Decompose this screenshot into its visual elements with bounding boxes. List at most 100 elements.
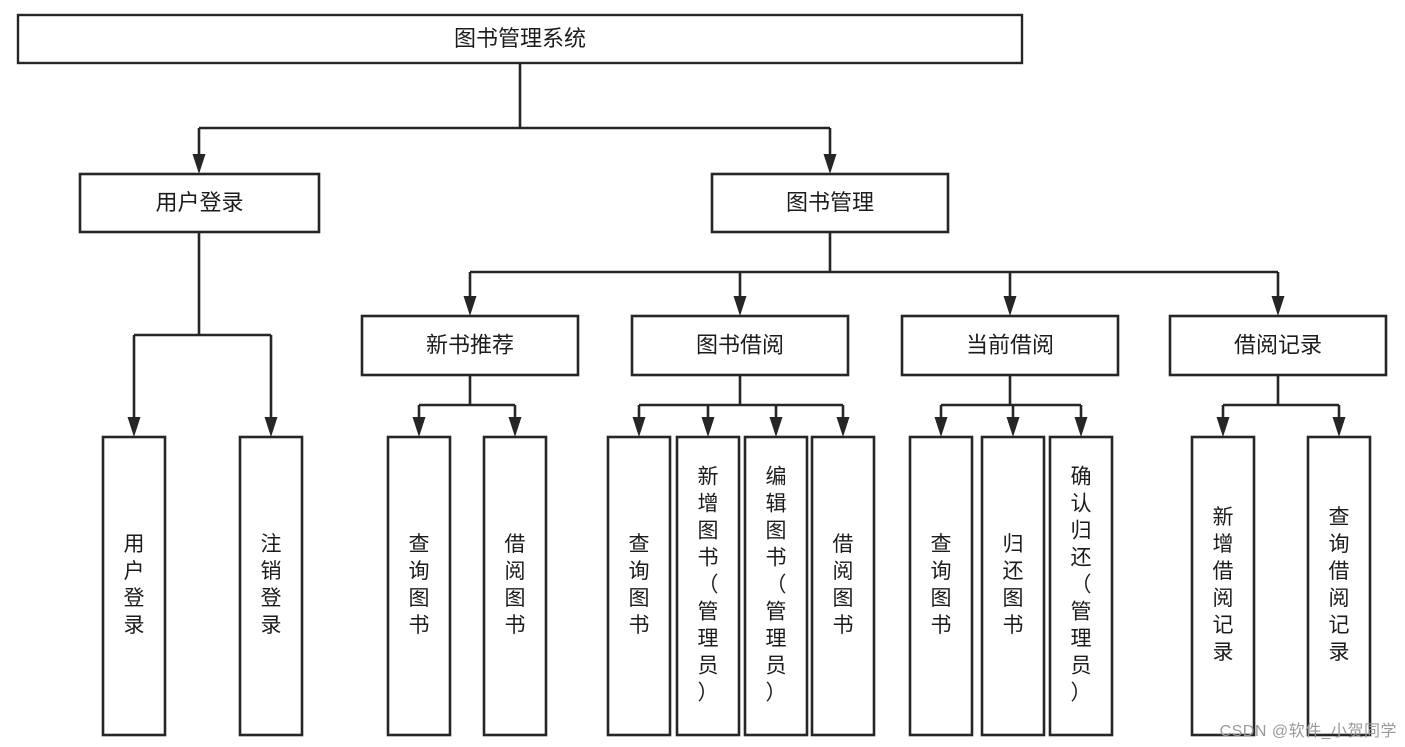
node-label-char: （ [698,574,719,597]
node-label-char: 书 [931,614,952,637]
node-label: 图书借阅 [696,332,784,357]
node-label-char: 阅 [1213,587,1234,610]
node-label: 用户登录 [155,190,243,215]
node-label-char: 管 [1071,601,1092,624]
node-label-char: 还 [1003,560,1024,583]
node-box [360,314,580,377]
node-label-char: 阅 [1329,587,1350,610]
node-box [238,435,304,737]
node-label-char: 新 [1213,506,1234,529]
node-label-char: 新 [698,466,719,489]
node-label-char: 书 [505,614,526,637]
node-box [1190,435,1256,737]
node-label-char: 录 [261,614,282,637]
node-label-char: 登 [261,587,282,610]
node-label-char: 理 [766,628,787,651]
node-label-char: 询 [629,560,650,583]
node-label-char: 借 [1329,560,1350,583]
connector-userlogin-to-leaves [127,232,278,437]
node-label-char: 查 [409,533,430,556]
node-label-char: （ [766,574,787,597]
node-label-char: 增 [698,493,719,516]
node-box [900,314,1120,377]
node-user-login[interactable]: 用户登录 [78,172,321,234]
node-label-char: 注 [261,533,282,556]
node-label-char: 登 [124,587,145,610]
node-label-char: 查 [629,533,650,556]
node-box [810,435,876,737]
node-label-char: 图 [931,587,952,610]
node-label-char: 理 [1071,628,1092,651]
connector-borrowrecord-to-leaves [1216,375,1346,437]
node-leaf-user-login[interactable]: 用户登录 [101,435,167,737]
node-layer: 图书管理系统用户登录图书管理新书推荐图书借阅当前借阅借阅记录用户登录注销登录查询… [16,13,1388,737]
node-label: 图书管理 [786,190,874,215]
node-label-char: 书 [833,614,854,637]
node-label-char: 借 [833,533,854,556]
node-book-borrow[interactable]: 图书借阅 [630,314,850,377]
node-box [1168,314,1388,377]
node-label-char: 查 [931,533,952,556]
node-box [1048,435,1114,737]
node-label-char: 书 [766,547,787,570]
node-root[interactable]: 图书管理系统 [16,13,1024,65]
node-book-management[interactable]: 图书管理 [710,172,950,234]
node-label-char: 图 [1003,587,1024,610]
node-label: 当前借阅 [966,332,1054,357]
node-label-char: 记 [1329,614,1350,637]
connector-root-to-level2 [192,63,837,174]
node-label-char: 书 [1003,614,1024,637]
node-box [606,435,672,737]
node-label-char: 销 [261,560,282,583]
node-label-char: 认 [1071,493,1092,516]
node-label-char: 书 [409,614,430,637]
node-label-char: 辑 [766,493,787,516]
node-label-char: 阅 [505,560,526,583]
node-label-char: 图 [833,587,854,610]
node-new-book-recommend[interactable]: 新书推荐 [360,314,580,377]
node-label-char: 记 [1213,614,1234,637]
connector-newbook-to-leaves [412,375,522,437]
node-label-char: 管 [698,601,719,624]
node-label-char: 归 [1003,533,1024,556]
node-label-char: ） [1071,682,1092,705]
node-label-char: 书 [698,547,719,570]
node-label-char: 图 [629,587,650,610]
node-box [78,172,321,234]
node-label-char: 借 [505,533,526,556]
node-current-borrow[interactable]: 当前借阅 [900,314,1120,377]
connector-bookborrow-to-leaves [632,375,850,437]
node-label-char: 图 [409,587,430,610]
node-label-char: 员 [1071,655,1092,678]
node-label-char: ） [698,682,719,705]
connector-currentborrow-to-leaves [934,375,1088,437]
node-label-char: 借 [1213,560,1234,583]
node-label-char: 确 [1071,466,1092,489]
node-label-char: 理 [698,628,719,651]
node-label-char: 用 [124,533,145,556]
node-label-char: （ [1071,574,1092,597]
node-label-char: 询 [409,560,430,583]
node-borrow-record[interactable]: 借阅记录 [1168,314,1388,377]
node-label-char: 增 [1213,533,1234,556]
node-label-char: 询 [1329,533,1350,556]
connector-layer [127,63,1346,437]
node-label-char: 员 [698,655,719,678]
node-label: 图书管理系统 [454,26,586,51]
node-label-char: ） [766,682,787,705]
node-box [675,435,741,737]
